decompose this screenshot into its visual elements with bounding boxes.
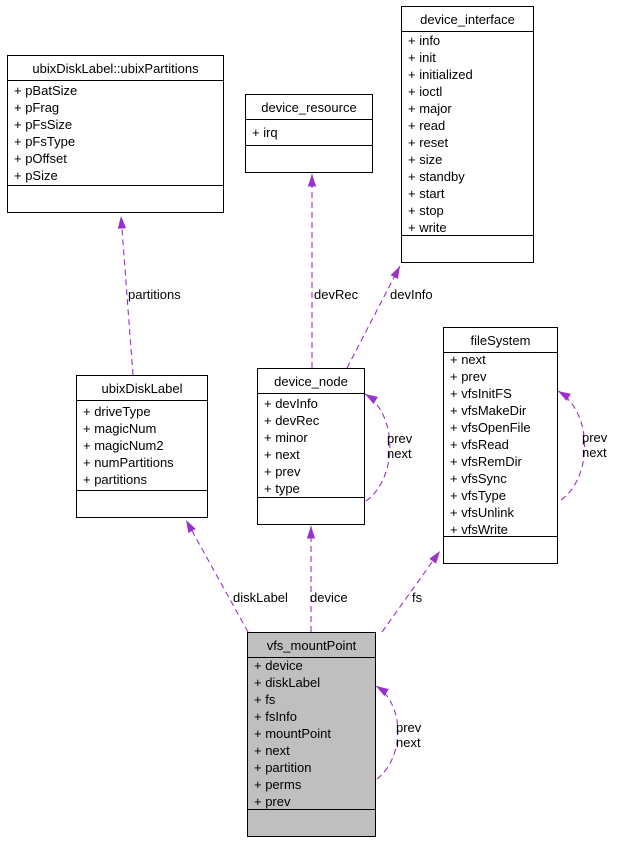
empty-compartment bbox=[248, 809, 375, 836]
member: + fs bbox=[254, 692, 276, 707]
edge-label-devinfo: devInfo bbox=[390, 287, 433, 302]
member-list: + info + init + initialized + ioctl + ma… bbox=[402, 32, 533, 235]
member: + driveType bbox=[83, 404, 151, 419]
edge-label-filesystem-self: prev next bbox=[582, 430, 607, 460]
member: + vfsUnlink bbox=[450, 505, 514, 520]
member: + pFsType bbox=[14, 134, 76, 149]
member: + info bbox=[408, 32, 441, 48]
edge-filesystem-self-loop bbox=[557, 390, 586, 501]
member: + next bbox=[450, 353, 486, 367]
member-list: + irq bbox=[246, 120, 372, 145]
member: + vfsInitFS bbox=[450, 386, 512, 401]
member: + major bbox=[408, 100, 452, 116]
member: + vfsRemDir bbox=[450, 454, 522, 469]
member: + read bbox=[408, 117, 446, 133]
edge-label-disklabel: diskLabel bbox=[233, 590, 288, 605]
member: + size bbox=[408, 151, 443, 167]
edge-label-partitions: partitions bbox=[128, 287, 181, 302]
member: + mountPoint bbox=[254, 726, 331, 741]
member: + standby bbox=[408, 168, 465, 184]
empty-compartment bbox=[402, 235, 533, 262]
member: + vfsMakeDir bbox=[450, 403, 527, 418]
class-title: ubixDiskLabel bbox=[77, 376, 207, 401]
edge-label-next: next bbox=[396, 735, 421, 750]
edge-label-device: device bbox=[310, 590, 348, 605]
member-list: + driveType + magicNum + magicNum2 + num… bbox=[77, 401, 207, 490]
class-title: fileSystem bbox=[444, 328, 557, 353]
class-node-vfs-mountpoint[interactable]: vfs_mountPoint + device + diskLabel + fs… bbox=[247, 632, 376, 837]
edge-label-device-node-self: prev next bbox=[387, 431, 412, 461]
member: + perms bbox=[254, 777, 302, 792]
member-list: + devInfo + devRec + minor + next + prev… bbox=[258, 394, 364, 497]
class-node-ubixpartitions[interactable]: ubixDiskLabel::ubixPartitions + pBatSize… bbox=[7, 55, 224, 213]
class-title: vfs_mountPoint bbox=[248, 633, 375, 658]
class-node-device-node[interactable]: device_node + devInfo + devRec + minor +… bbox=[257, 368, 365, 525]
member: + write bbox=[408, 219, 447, 235]
edge-label-vfs-mountpoint-self: prev next bbox=[396, 720, 421, 750]
edge-fs bbox=[381, 550, 441, 633]
member: + diskLabel bbox=[254, 675, 321, 690]
empty-compartment bbox=[77, 490, 207, 517]
class-title: device_resource bbox=[246, 95, 372, 120]
class-node-filesystem[interactable]: fileSystem + next + prev + vfsInitFS + v… bbox=[443, 327, 558, 564]
member: + irq bbox=[252, 125, 278, 140]
edge-disklabel bbox=[185, 519, 249, 633]
class-title: device_node bbox=[258, 369, 364, 394]
member: + fsInfo bbox=[254, 709, 297, 724]
member: + vfsRead bbox=[450, 437, 509, 452]
member: + devInfo bbox=[264, 395, 318, 411]
member: + devRec bbox=[264, 412, 320, 428]
member: + stop bbox=[408, 202, 444, 218]
empty-compartment bbox=[8, 185, 223, 212]
edge-label-next: next bbox=[387, 446, 412, 461]
member: + initialized bbox=[408, 66, 473, 82]
member: + prev bbox=[254, 794, 291, 809]
member: + numPartitions bbox=[83, 455, 174, 470]
member: + pFsSize bbox=[14, 117, 73, 132]
member: + device bbox=[254, 658, 303, 673]
member: + init bbox=[408, 49, 436, 65]
member-list: + next + prev + vfsInitFS + vfsMakeDir +… bbox=[444, 353, 557, 536]
class-title: ubixDiskLabel::ubixPartitions bbox=[8, 56, 223, 81]
class-title: device_interface bbox=[402, 7, 533, 32]
member: + magicNum bbox=[83, 421, 157, 436]
member: + pOffset bbox=[14, 151, 67, 166]
member: + reset bbox=[408, 134, 449, 150]
member: + next bbox=[254, 743, 290, 758]
member: + partition bbox=[254, 760, 312, 775]
edge-devinfo bbox=[346, 265, 401, 369]
member: + minor bbox=[264, 429, 308, 445]
member: + vfsSync bbox=[450, 471, 507, 486]
edge-vfs-mountpoint-self-loop bbox=[375, 685, 399, 780]
edge-label-devrec: devRec bbox=[314, 287, 359, 302]
member: + magicNum2 bbox=[83, 438, 164, 453]
member: + prev bbox=[264, 463, 301, 479]
member: + vfsOpenFile bbox=[450, 420, 531, 435]
member-list: + pBatSize + pFrag + pFsSize + pFsType +… bbox=[8, 81, 223, 185]
edge-label-prev: prev bbox=[582, 430, 608, 445]
member: + next bbox=[264, 446, 300, 462]
edge-label-next: next bbox=[582, 445, 607, 460]
edge-label-prev: prev bbox=[387, 431, 413, 446]
member: + vfsType bbox=[450, 488, 506, 503]
class-node-ubixdisklabel[interactable]: ubixDiskLabel + driveType + magicNum + m… bbox=[76, 375, 208, 518]
class-node-device-interface[interactable]: device_interface + info + init + initial… bbox=[401, 6, 534, 263]
member: + prev bbox=[450, 369, 487, 384]
member: + ioctl bbox=[408, 83, 443, 99]
member: + pSize bbox=[14, 168, 58, 183]
member: + vfsWrite bbox=[450, 522, 508, 536]
member: + pFrag bbox=[14, 100, 60, 115]
edge-label-prev: prev bbox=[396, 720, 422, 735]
member-list: + device + diskLabel + fs + fsInfo + mou… bbox=[248, 658, 375, 809]
member: + pBatSize bbox=[14, 83, 78, 98]
class-node-device-resource[interactable]: device_resource + irq bbox=[245, 94, 373, 173]
member: + type bbox=[264, 480, 300, 496]
member: + start bbox=[408, 185, 445, 201]
empty-compartment bbox=[246, 145, 372, 172]
empty-compartment bbox=[444, 536, 557, 563]
edge-label-fs: fs bbox=[412, 590, 423, 605]
empty-compartment bbox=[258, 497, 364, 524]
member: + partitions bbox=[83, 472, 147, 487]
